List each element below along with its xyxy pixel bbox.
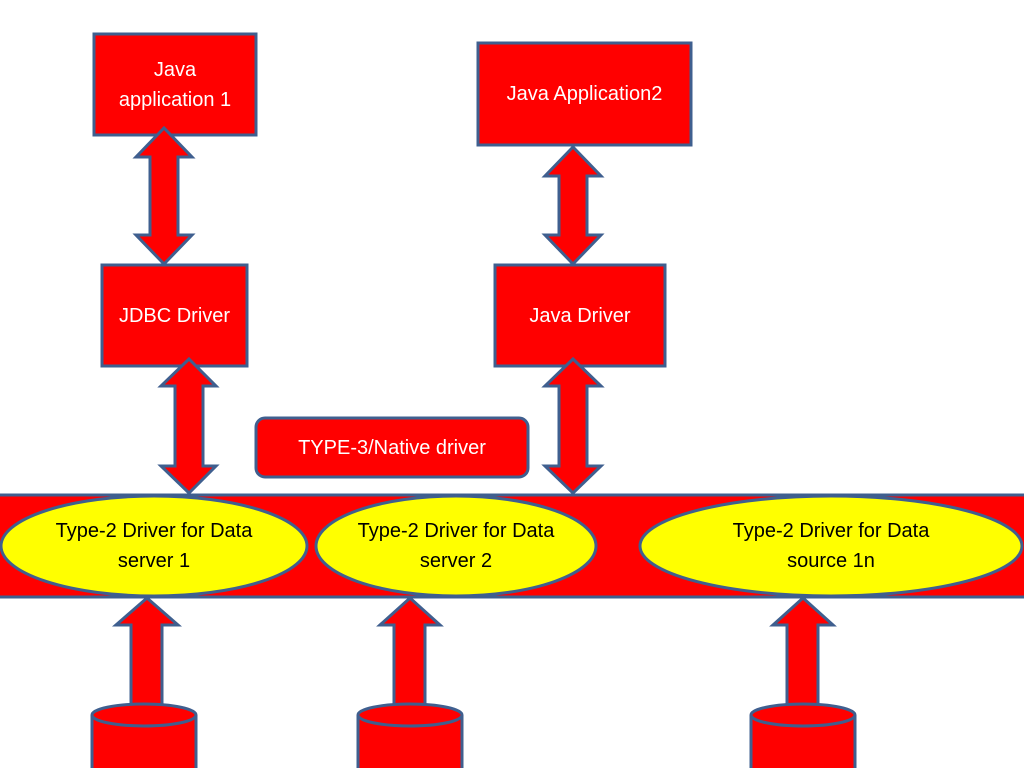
java-driver-box — [493, 263, 667, 368]
java-application-1-box — [92, 32, 258, 137]
java-application-1-label: Java application 1 — [118, 59, 232, 111]
up-arrow-db1 — [111, 596, 183, 714]
database-3-icon — [749, 702, 857, 768]
type2-ds1-ellipse — [0, 494, 309, 598]
type2-ds1n-ellipse — [638, 494, 1024, 598]
type2-ds1n-label: Type-2 Driver for Data source 1n — [732, 520, 930, 572]
type2-ds1-label: Type-2 Driver for Data server 1 — [55, 520, 253, 572]
jdbc-driver-box — [100, 263, 249, 368]
type2-ds2-label: Type-2 Driver for Data server 2 — [357, 520, 555, 572]
up-arrow-db2 — [376, 595, 444, 714]
double-arrow-app2-javadriver — [541, 144, 605, 267]
java-driver-label: Java Driver — [529, 304, 631, 327]
double-arrow-app1-jdbc — [132, 125, 196, 267]
up-arrow-db3 — [769, 595, 837, 714]
type3-native-driver-box — [254, 416, 530, 479]
java-application-2-label: Java Application2 — [506, 83, 663, 105]
double-arrow-javadriver-bus — [541, 356, 605, 496]
java-application-2-box — [476, 41, 693, 147]
database-2-icon — [356, 702, 464, 768]
type2-ds2-ellipse — [314, 494, 598, 598]
double-arrow-jdbc-bus — [157, 356, 220, 496]
type3-native-driver-label: TYPE-3/Native driver — [298, 436, 486, 459]
jdbc-driver-label: JDBC Driver — [118, 304, 231, 327]
database-1-icon — [90, 702, 198, 768]
